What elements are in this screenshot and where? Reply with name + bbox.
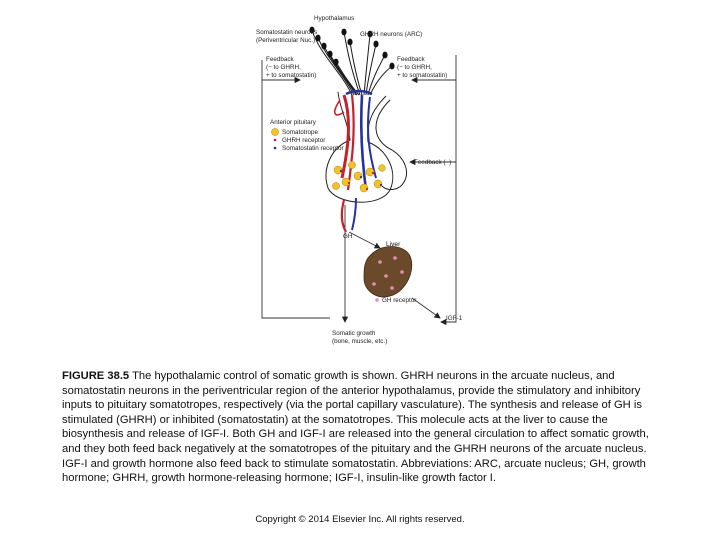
copyright-notice: Copyright © 2014 Elsevier Inc. All right… [255,514,465,525]
pituitary-gland [325,89,407,233]
gh-receptor-legend-marker [375,298,379,302]
feedback-loop-right [409,55,457,326]
figure-caption: FIGURE 38.5 The hypothalamic control of … [62,369,662,486]
label-feedback-left: Feedback [266,56,295,63]
label-feedback-left-3: + to somatostatin) [266,72,316,79]
label-liver: Liver [386,241,401,248]
gh-pathway [341,205,441,323]
label-igf1: IGF-1 [446,315,463,322]
label-feedback-right-3: + to somatostatin) [397,72,447,79]
label-gh-receptor: GH receptor [382,297,416,304]
label-somatic-growth: Somatic growth [332,330,376,337]
label-legend-ghrh-receptor: GHRH receptor [282,137,325,144]
legend-ghrh-receptor-marker [273,138,277,142]
label-feedback-right: Feedback [397,56,426,63]
label-feedback-minus: Feedback (−) [414,159,451,166]
pituitary-receptors [339,169,383,191]
label-somatic-growth-detail: (bone, muscle, etc.) [332,338,387,345]
label-gh: GH [343,233,353,240]
legend-somatotrope-marker [271,128,279,136]
feedback-loop-left [261,60,330,319]
label-anterior-pituitary: Anterior pituitary [270,119,317,126]
caption-text: The hypothalamic control of somatic grow… [62,370,649,485]
figure-label: FIGURE 38.5 [62,370,130,382]
somatotrope-cells [332,161,386,193]
label-hypothalamus: Hypothalamus [314,15,354,22]
label-somatostatin-neurons: Somatostatin neurons [256,29,317,36]
label-legend-somatotrope: Somatotrope [282,129,319,136]
hypothalamic-control-diagram: Hypothalamus Somatostatin neurons (Periv… [256,15,463,345]
label-feedback-left-2: (− to GHRH, [266,64,301,71]
label-ghrh-neurons: GHRH neurons (ARC) [360,31,422,38]
label-feedback-right-2: (− to GHRH, [397,64,432,71]
hypothalamic-neurons [311,29,393,96]
neuron-cell-bodies [309,26,395,70]
legend-somatostatin-receptor-marker [273,146,277,150]
liver-gh-receptors [372,256,404,290]
liver [363,246,413,298]
label-legend-somatostatin-receptor: Somatostatin receptor [282,145,344,152]
label-periventricular: (Periventricular Nuc.) [256,37,315,44]
